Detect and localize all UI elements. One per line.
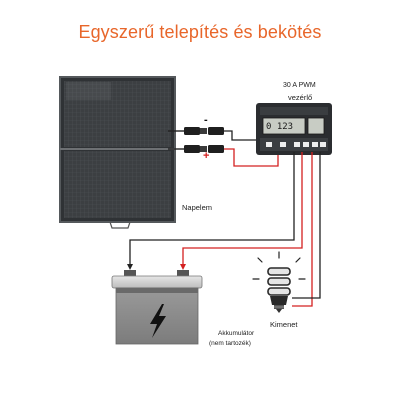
controller-name-label: vezérlő: [288, 93, 313, 102]
controller-rating-label: 30 A PWM: [283, 82, 316, 89]
output-label: Kimenet: [270, 320, 298, 329]
battery-note-label: (nem tartozék): [209, 340, 251, 347]
panel-positive-wire: [224, 148, 279, 167]
solar-panel-icon: [59, 76, 176, 229]
battery-label: Akkumulátor: [218, 330, 255, 337]
lcd-readout: 0 123: [266, 122, 294, 132]
page-title: Egyszerű telepítés és bekötés: [78, 22, 322, 42]
connector-negative-icon: [168, 127, 224, 135]
panel-label: Napelem: [182, 203, 213, 212]
arrow-negative-icon: [127, 264, 133, 270]
negative-sign: -: [204, 114, 208, 126]
arrow-positive-icon: [180, 264, 186, 270]
load-negative-wire: [292, 152, 321, 299]
lightning-icon: [150, 304, 166, 338]
battery-positive-wire: [182, 152, 303, 268]
battery-negative-wire: [129, 152, 295, 268]
connector-positive-icon: [168, 145, 224, 153]
bulb-icon: [252, 251, 306, 313]
positive-sign: +: [203, 150, 210, 162]
load-positive-wire: [292, 152, 313, 307]
battery-icon: [111, 270, 203, 345]
charge-controller-icon: [256, 103, 332, 155]
